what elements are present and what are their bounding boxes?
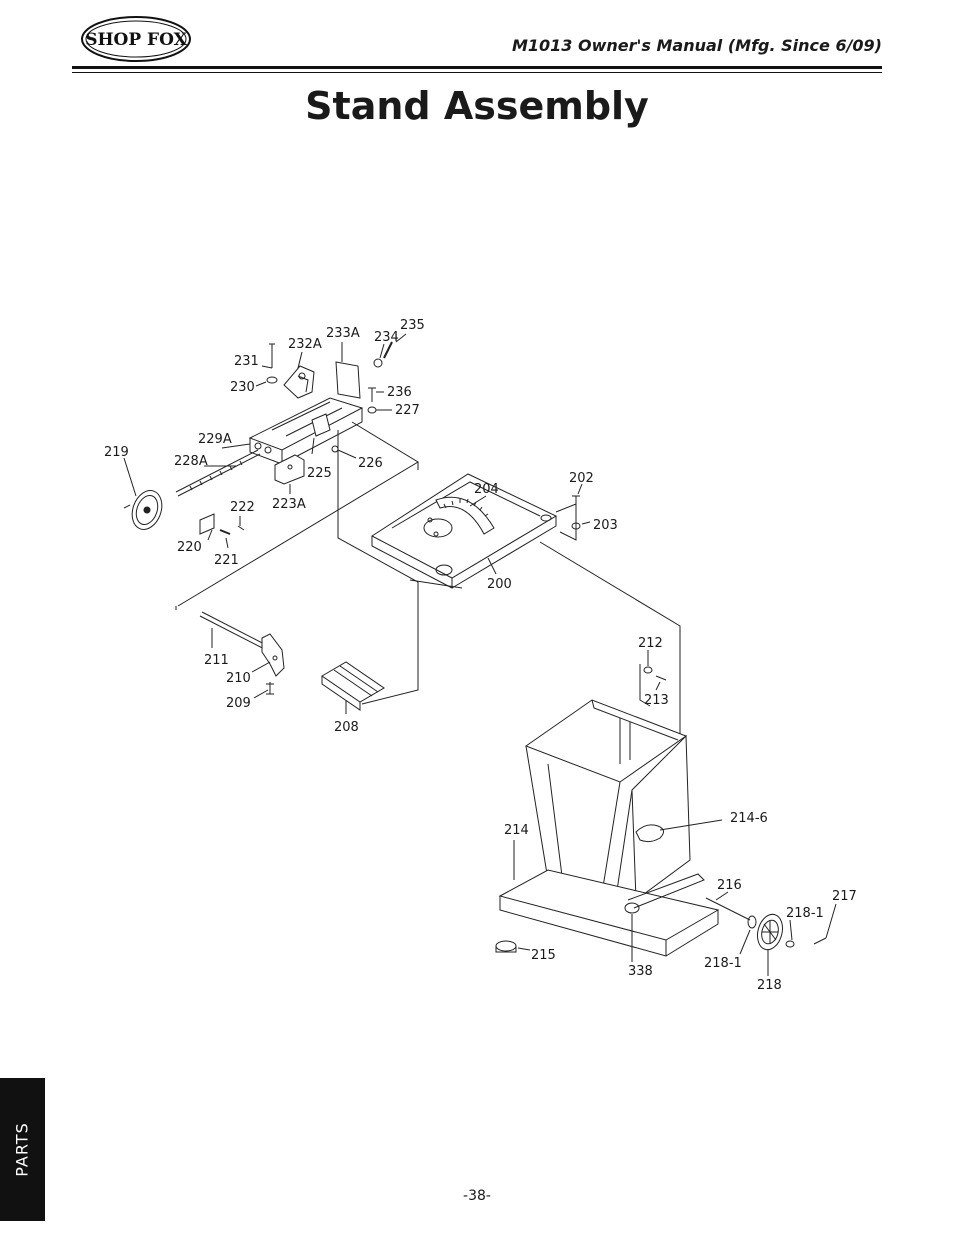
cotter-pin-217 [813,937,827,945]
label-231: 231 [234,354,259,369]
header-rule-thin [72,72,882,73]
foot-215 [495,940,517,952]
label-235: 235 [400,318,425,333]
miter-scale-204 [423,496,495,538]
nut-226 [331,445,339,453]
stand-cabinet-214 [498,699,720,957]
page-title: Stand Assembly [305,84,649,128]
lever-210 [261,633,285,677]
label-215: 215 [531,948,556,963]
label-203: 203 [593,518,618,533]
pedal-208 [321,661,385,711]
label-202: 202 [569,471,594,486]
label-229a: 229A [198,432,232,447]
label-212: 212 [638,636,663,651]
label-221: 221 [214,553,239,568]
header-rule [72,66,882,69]
screw-209 [266,682,274,695]
wheel-218 [757,913,783,951]
label-208: 208 [334,720,359,735]
label-233a: 233A [326,326,360,341]
bracket-220 [199,513,215,535]
label-228a: 228A [174,454,208,469]
label-232a: 232A [288,337,322,352]
label-219: 219 [104,445,129,460]
page-number: -38- [463,1188,491,1204]
manual-title: M1013 Owner's Manual (Mfg. Since 6/09) [511,36,882,55]
label-200: 200 [487,577,512,592]
label-218: 218 [757,978,782,993]
label-227: 227 [395,403,420,418]
bracket-232a [283,365,315,399]
table-base-200 [371,473,558,589]
label-338: 338 [628,964,653,979]
label-223a: 223A [272,497,306,512]
clamp-223a [274,454,305,485]
section-tab: PARTS [0,1078,45,1221]
label-225: 225 [307,466,332,481]
label-217: 217 [832,889,857,904]
section-tab-label: PARTS [13,1122,33,1177]
label-222: 222 [230,500,255,515]
label-213: 213 [644,693,669,708]
shop-fox-logo: SHOP FOX [80,14,192,64]
label-211: 211 [204,653,229,668]
label-220: 220 [177,540,202,555]
logo-text: SHOP FOX [85,30,187,50]
label-209: 209 [226,696,251,711]
carriage-229a [248,397,364,465]
label-214: 214 [504,823,529,838]
label-230: 230 [230,380,255,395]
handle-cutout-214-6 [635,824,664,843]
label-218-1-bottom: 218-1 [704,956,742,971]
label-210: 210 [226,671,251,686]
label-236: 236 [387,385,412,400]
handwheel-219 [123,490,163,530]
label-214-6: 214-6 [730,811,768,826]
label-216: 216 [717,878,742,893]
plate-233a [335,361,361,399]
block-225 [311,413,331,437]
label-204: 204 [474,482,499,497]
label-234: 234 [374,330,399,345]
label-218-1-top: 218-1 [786,906,824,921]
label-226: 226 [358,456,383,471]
axle-216 [705,897,751,921]
